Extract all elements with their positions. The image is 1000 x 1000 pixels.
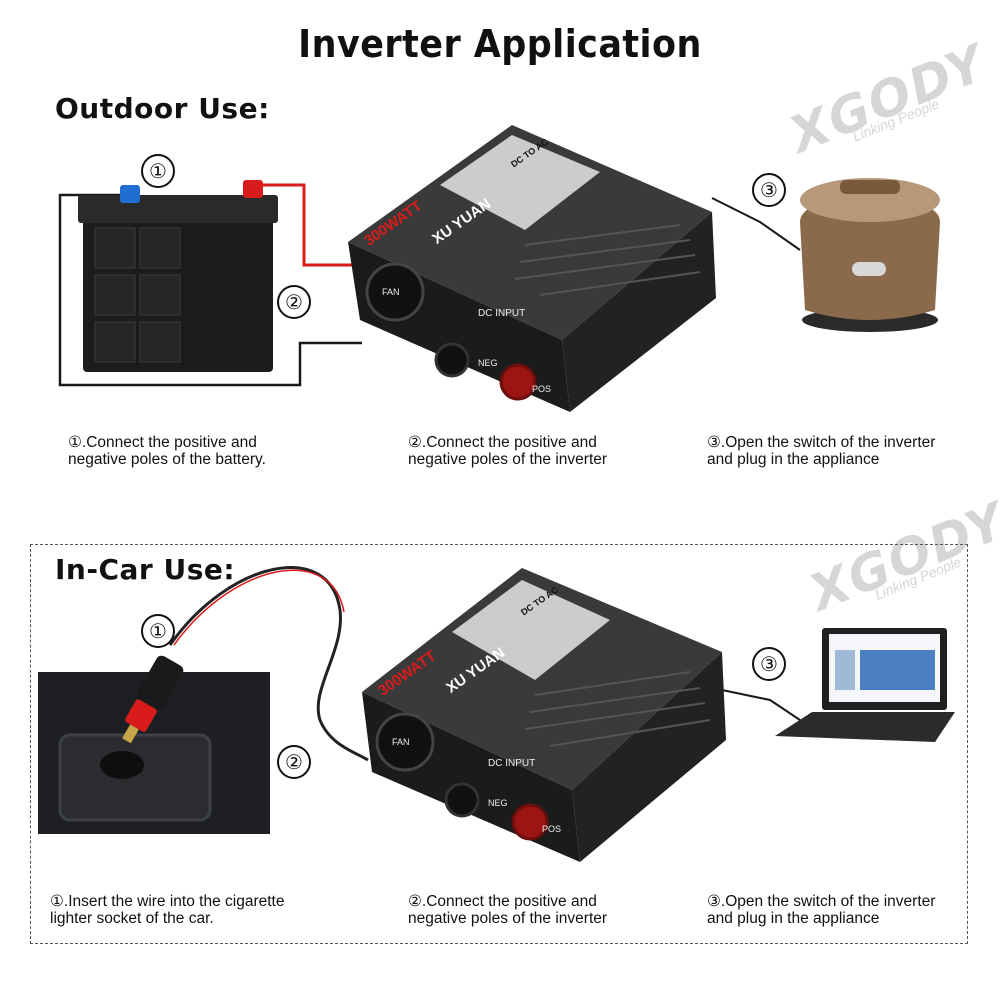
incar-step-1-marker: ①	[141, 614, 175, 648]
outdoor-step-3-marker: ③	[752, 173, 786, 207]
inverter-input-label: DC INPUT	[488, 758, 536, 769]
inverter-fan-label: FAN	[392, 737, 410, 747]
battery	[78, 180, 278, 372]
inverter-neg-label: NEG	[488, 798, 508, 808]
inverter-neg-label: NEG	[478, 358, 498, 368]
inverter-pos-label: POS	[532, 384, 552, 394]
laptop	[775, 628, 955, 742]
inverter-outdoor	[348, 125, 716, 412]
outdoor-step-2-marker: ②	[277, 285, 311, 319]
inverter-fan-label: FAN	[382, 287, 400, 297]
inverter-pos-label: POS	[542, 824, 562, 834]
incar-frame	[30, 544, 968, 944]
incar-heading: In-Car Use:	[55, 553, 236, 586]
inverter-input-label: DC INPUT	[478, 308, 526, 319]
incar-step-3-caption: ③.Open the switch of the inverter and pl…	[707, 893, 936, 927]
outdoor-step-1-marker: ①	[141, 154, 175, 188]
inverter-incar	[362, 568, 726, 862]
outdoor-step-3-caption: ③.Open the switch of the inverter and pl…	[707, 434, 936, 468]
cigarette-plug-cable	[168, 566, 369, 762]
battery-negative-cap	[120, 185, 140, 203]
cigarette-plug	[122, 655, 184, 744]
outdoor-step-2-caption: ②.Connect the positive and negative pole…	[408, 434, 608, 468]
outdoor-heading: Outdoor Use:	[55, 92, 270, 125]
battery-negative-wire	[58, 193, 362, 387]
battery-positive-cap	[243, 180, 263, 198]
battery-positive-wire	[254, 183, 352, 267]
incar-step-1-caption: ①.Insert the wire into the cigarette lig…	[50, 893, 285, 927]
rice-cooker	[800, 178, 940, 332]
page-title: Inverter Application	[298, 22, 702, 66]
appliance-cable	[711, 197, 801, 251]
incar-step-2-caption: ②.Connect the positive and negative pole…	[408, 893, 608, 927]
incar-step-2-marker: ②	[277, 745, 311, 779]
outdoor-step-1-caption: ①.Connect the positive and negative pole…	[68, 434, 266, 468]
laptop-cable	[721, 689, 801, 721]
incar-step-3-marker: ③	[752, 647, 786, 681]
